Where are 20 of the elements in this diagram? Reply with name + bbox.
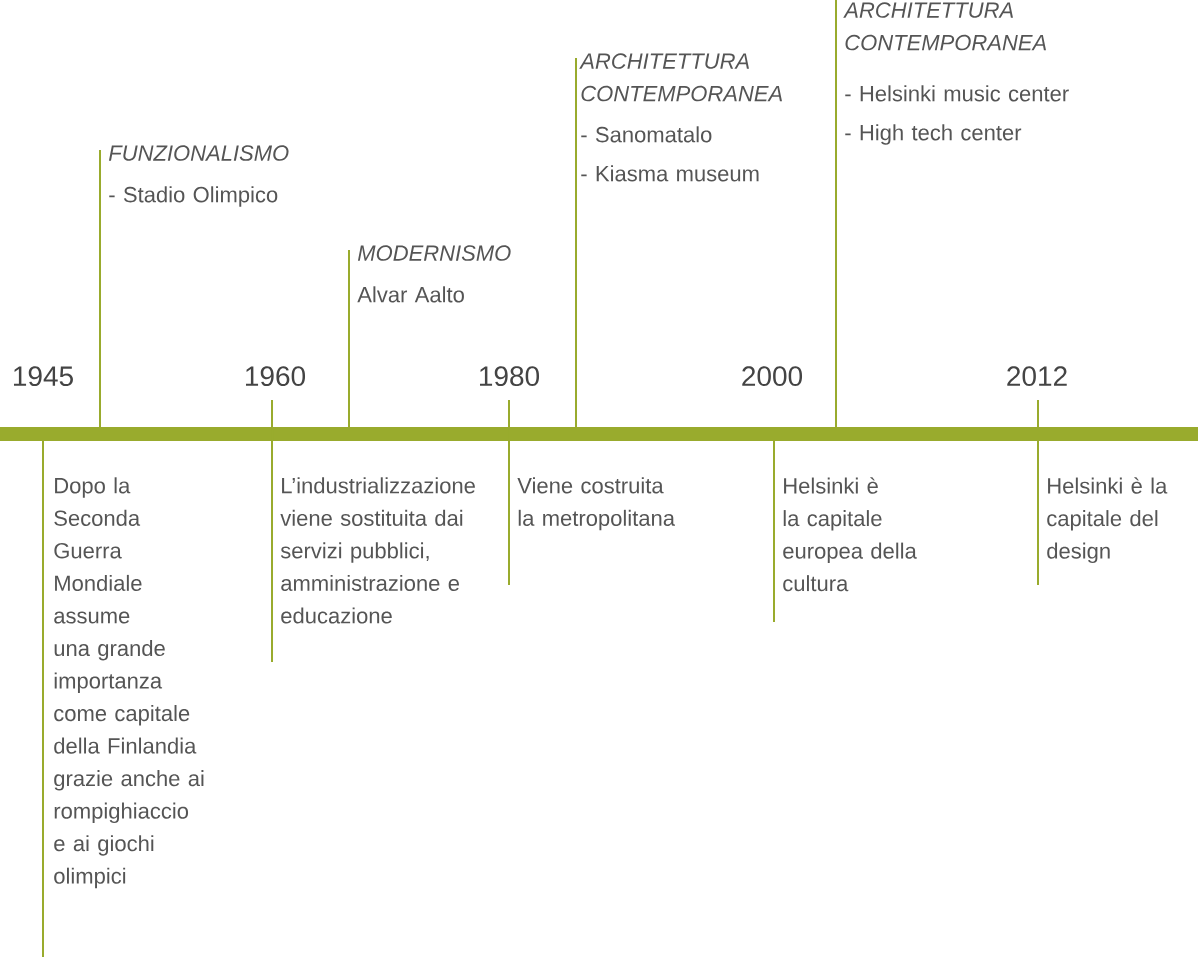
year-label: 2000 (742, 366, 803, 387)
event-text: Viene costruita la metropolitana (517, 477, 675, 531)
era-heading: FUNZIONALISMO (108, 145, 289, 161)
era-heading: MODERNISMO (357, 245, 511, 261)
event-text: L’industrializzazione viene sostituita dai servizi pubblici, amministrazione e educazione (280, 477, 475, 624)
year-label: 1960 (246, 366, 306, 387)
event-text: Dopo la Seconda Guerra Mondiale assume una grande importanza come capitale della Finlandia grazie anche ai rompighiaccio e ai giochi olimpici (54, 477, 204, 889)
year-label: 2012 (1007, 366, 1067, 387)
year-label: 1980 (480, 366, 540, 387)
era-heading: ARCHITETTURA CONTEMPORANEA (579, 53, 782, 102)
event-text: Helsinki è la capitale europea della cultura (783, 477, 917, 592)
list-item: - Kiasma museum (581, 165, 759, 182)
year-label: 1945 (14, 366, 73, 387)
list-item: - Helsinki music center (845, 85, 1069, 102)
list-item: - High tech center (845, 124, 1022, 145)
era-heading: ARCHITETTURA CONTEMPORANEA (843, 2, 1046, 51)
event-text: Helsinki è la capitale del design (1047, 477, 1168, 564)
list-item: - Sanomatalo (581, 126, 712, 143)
list-item: Alvar Aalto (357, 286, 464, 303)
list-item: - Stadio Olimpico (109, 186, 278, 207)
